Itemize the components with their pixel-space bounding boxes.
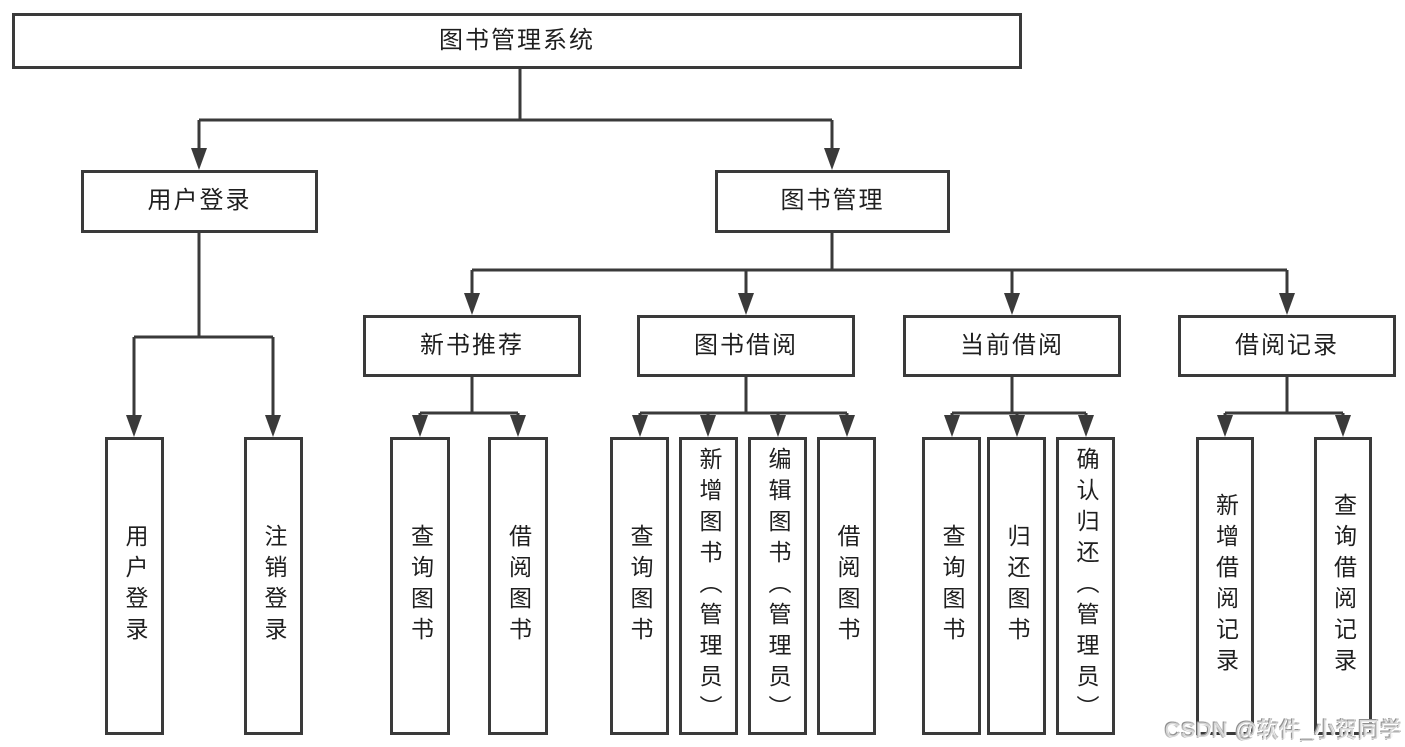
node-label: 图书管理 <box>780 187 885 215</box>
node-label: 用户登录 <box>147 187 252 215</box>
node-borrowing-records: 借阅记录 <box>1178 315 1396 377</box>
arrow-down-icon <box>839 415 855 437</box>
node-label: 借阅图书 <box>505 524 532 648</box>
leaf-query-borrowing-record: 查询借阅记录 <box>1314 437 1372 735</box>
node-label: 新书推荐 <box>420 331 524 359</box>
node-label: 确认归还（管理员） <box>1073 446 1099 726</box>
leaf-confirm-return-admin: 确认归还（管理员） <box>1056 437 1115 735</box>
leaf-query-books-current: 查询图书 <box>922 437 981 735</box>
arrow-down-icon <box>632 415 648 437</box>
node-label: 查询图书 <box>939 524 965 648</box>
connector-root <box>197 69 834 150</box>
leaf-query-books-borrowing: 查询图书 <box>610 437 669 735</box>
arrow-down-icon <box>265 415 281 437</box>
leaf-return-books: 归还图书 <box>987 437 1046 735</box>
node-label: 借阅记录 <box>1235 331 1339 359</box>
leaf-query-books-recommend: 查询图书 <box>390 437 450 735</box>
leaf-user-login: 用户登录 <box>105 437 164 735</box>
leaf-add-borrowing-record: 新增借阅记录 <box>1196 437 1254 735</box>
arrow-down-icon <box>510 415 526 437</box>
node-label: 查询图书 <box>407 524 434 648</box>
node-label: 新增借阅记录 <box>1212 493 1239 679</box>
connector-borrowing-records <box>1223 377 1345 417</box>
csdn-watermark: CSDN @软件_小贺同学 <box>1164 719 1402 742</box>
node-root-system: 图书管理系统 <box>12 13 1022 69</box>
node-current-borrowing: 当前借阅 <box>903 315 1121 377</box>
arrow-down-icon <box>126 415 142 437</box>
arrow-down-icon <box>1078 415 1094 437</box>
node-label: 借阅图书 <box>834 524 860 648</box>
connector-new-book-recommend <box>418 377 520 417</box>
node-label: 图书借阅 <box>694 331 798 359</box>
connector-book-management <box>470 233 1289 294</box>
arrow-down-icon <box>191 148 207 170</box>
arrow-down-icon <box>738 293 754 315</box>
node-label: 查询图书 <box>627 524 653 648</box>
connector-book-borrowing <box>638 377 849 417</box>
connector-user-login <box>132 233 275 416</box>
node-new-book-recommend: 新书推荐 <box>363 315 581 377</box>
leaf-borrow-books-borrowing: 借阅图书 <box>817 437 876 735</box>
leaf-borrow-books-recommend: 借阅图书 <box>488 437 548 735</box>
arrow-down-icon <box>464 293 480 315</box>
node-book-management: 图书管理 <box>715 170 950 233</box>
arrow-down-icon <box>824 148 840 170</box>
arrow-down-icon <box>1335 415 1351 437</box>
leaf-logout-login: 注销登录 <box>244 437 303 735</box>
node-label: 编辑图书（管理员） <box>765 446 791 726</box>
node-label: 图书管理系统 <box>439 26 595 54</box>
arrow-down-icon <box>944 415 960 437</box>
node-label: 归还图书 <box>1004 524 1030 648</box>
arrow-down-icon <box>1004 293 1020 315</box>
leaf-edit-books-admin: 编辑图书（管理员） <box>748 437 807 735</box>
arrow-down-icon <box>700 415 716 437</box>
arrow-down-icon <box>412 415 428 437</box>
node-label: 用户登录 <box>122 524 148 648</box>
node-user-login: 用户登录 <box>81 170 318 233</box>
leaf-add-books-admin: 新增图书（管理员） <box>679 437 738 735</box>
node-label: 当前借阅 <box>960 331 1064 359</box>
arrow-down-icon <box>1009 415 1025 437</box>
connector-current-borrowing <box>950 377 1088 417</box>
node-label: 新增图书（管理员） <box>696 446 722 726</box>
node-book-borrowing: 图书借阅 <box>637 315 855 377</box>
arrow-down-icon <box>1217 415 1233 437</box>
arrow-down-icon <box>1279 293 1295 315</box>
arrow-down-icon <box>770 415 786 437</box>
node-label: 查询借阅记录 <box>1330 493 1357 679</box>
node-label: 注销登录 <box>261 524 287 648</box>
